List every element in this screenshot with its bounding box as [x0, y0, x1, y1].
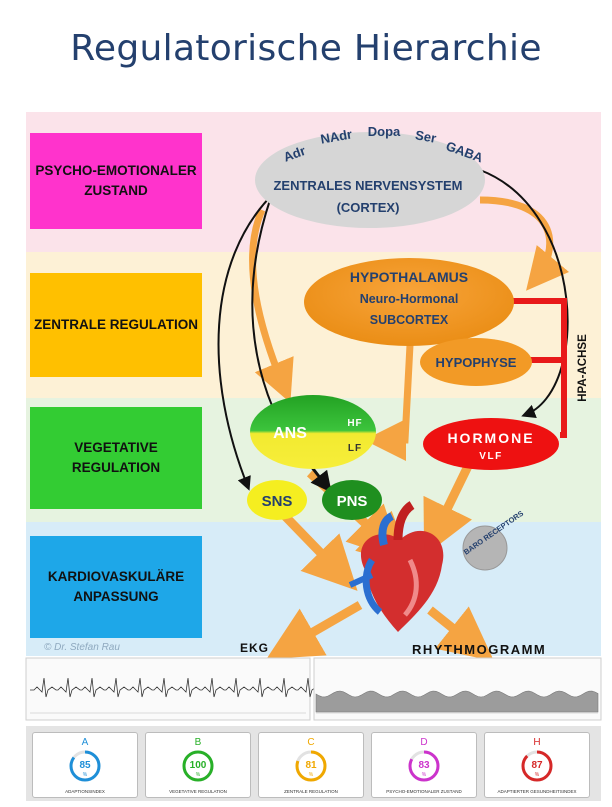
hpa-axis-label: HPA-ACHSE [577, 334, 589, 402]
gauge-d-unit: % [422, 772, 427, 778]
hypothalamus-line2: Neuro-Hormonal [360, 292, 459, 306]
neurotransmitter-adr: Adr [281, 143, 307, 165]
gauge-c-label: ZENTRALE REGULATION [284, 789, 338, 794]
ans-label: ANS [273, 425, 307, 442]
gauge-c-value: 81 [305, 760, 317, 771]
gauge-d-arc [408, 750, 440, 782]
gauge-row: A 85 % ADAPTIONSINDEX B 100 % VEGETATIVE… [26, 726, 601, 801]
hypothalamus-line3: SUBCORTEX [370, 313, 449, 327]
gauge-d-value: 83 [418, 760, 430, 771]
page-title: Regulatorische Hierarchie [70, 28, 542, 69]
gauge-b-ring: B 100 % [182, 737, 214, 782]
ans-lf-label: LF [348, 443, 362, 454]
pns-ellipse [322, 480, 382, 520]
gauge-d-ring: D 83 % [408, 737, 440, 782]
level-kardio-text: KARDIOVASKULÄRE ANPASSUNG [47, 569, 185, 604]
neurotransmitter-ser: Ser [414, 127, 437, 145]
ekg-panel [25, 657, 311, 721]
gauge-card-a: A 85 % ADAPTIONSINDEX [32, 732, 138, 798]
sns-label: SNS [262, 493, 293, 510]
gauge-b-letter: B [195, 737, 202, 748]
gauge-b-arc [182, 750, 214, 782]
hypophyse-ellipse [420, 338, 532, 386]
gauge-d-letter: D [420, 737, 427, 748]
pns-label: PNS [337, 493, 368, 510]
rhythmogram-trace [315, 690, 599, 713]
gauge-d-label: PSYCHO-EMOTIONALER ZUSTAND [386, 789, 462, 794]
gauge-card-c: C 81 % ZENTRALE REGULATION [258, 732, 364, 798]
gauge-c-ring: C 81 % [295, 737, 327, 782]
baro-receptors-badge [462, 525, 508, 571]
gauge-b-unit: % [196, 772, 201, 778]
cns-subtitle: (CORTEX) [337, 200, 400, 215]
level-vegetativ-text: VEGETATIVE REGULATION [71, 440, 161, 475]
ans-hf-label: HF [347, 418, 362, 429]
heart-illustration [348, 501, 444, 632]
cns-title: ZENTRALES NERVENSYSTEM [273, 178, 462, 193]
hypothalamus-ellipse [304, 258, 514, 346]
gauge-c-letter: C [307, 737, 314, 748]
level-vegetativ-label: VEGETATIVE REGULATION [30, 407, 202, 509]
level-kardio-label: KARDIOVASKULÄRE ANPASSUNG [30, 536, 202, 638]
gauge-a-value: 85 [79, 760, 91, 771]
gauge-a-letter: A [82, 737, 89, 748]
gauge-h-ring: H 87 % [521, 737, 553, 782]
ekg-label: EKG [240, 641, 269, 655]
hormone-title: HORMONE [447, 430, 534, 446]
level-zentral-text: ZENTRALE REGULATION [34, 317, 198, 332]
neurotransmitter-nadr: NAdr [319, 126, 353, 146]
gauge-b-label: VEGETATIVE REGULATION [169, 789, 227, 794]
gauge-c-unit: % [309, 772, 314, 778]
hypothalamus-title: HYPOTHALAMUS [350, 269, 468, 285]
ans-ellipse [250, 395, 376, 469]
gauge-h-arc [521, 750, 553, 782]
ekg-trace [30, 677, 321, 698]
gauge-a-ring: A 85 % [69, 737, 101, 782]
hormone-ellipse [423, 418, 559, 470]
cns-ellipse [255, 132, 485, 228]
gauge-a-unit: % [83, 772, 88, 778]
gauge-h-letter: H [533, 737, 540, 748]
gauge-b-value: 100 [190, 760, 207, 771]
gauge-c-arc [295, 750, 327, 782]
gauge-h-value: 87 [531, 760, 543, 771]
gauge-h-label: ADAPTIERTER GESUNDHEITSINDEX [497, 789, 577, 794]
gauge-h-unit: % [535, 772, 540, 778]
level-psycho-label: PSYCHO-EMOTIONALER ZUSTAND [30, 133, 202, 229]
hypophyse-label: HYPOPHYSE [436, 355, 517, 370]
copyright-text: © Dr. Stefan Rau [44, 642, 120, 653]
gauge-card-h: H 87 % ADAPTIERTER GESUNDHEITSINDEX [484, 732, 590, 798]
gauge-card-d: D 83 % PSYCHO-EMOTIONALER ZUSTAND [371, 732, 477, 798]
gauge-a-label: ADAPTIONSINDEX [65, 789, 105, 794]
sns-ellipse [247, 480, 307, 520]
gauge-card-b: B 100 % VEGETATIVE REGULATION [145, 732, 251, 798]
level-zentral-label: ZENTRALE REGULATION [30, 273, 202, 377]
neurotransmitter-dopa: Dopa [368, 124, 401, 139]
hormone-sub: VLF [479, 451, 502, 462]
level-psycho-text: PSYCHO-EMOTIONALER ZUSTAND [35, 163, 197, 198]
gauge-a-arc [69, 750, 101, 782]
rhythmogramm-label: RHYTHMOGRAMM [412, 642, 546, 657]
